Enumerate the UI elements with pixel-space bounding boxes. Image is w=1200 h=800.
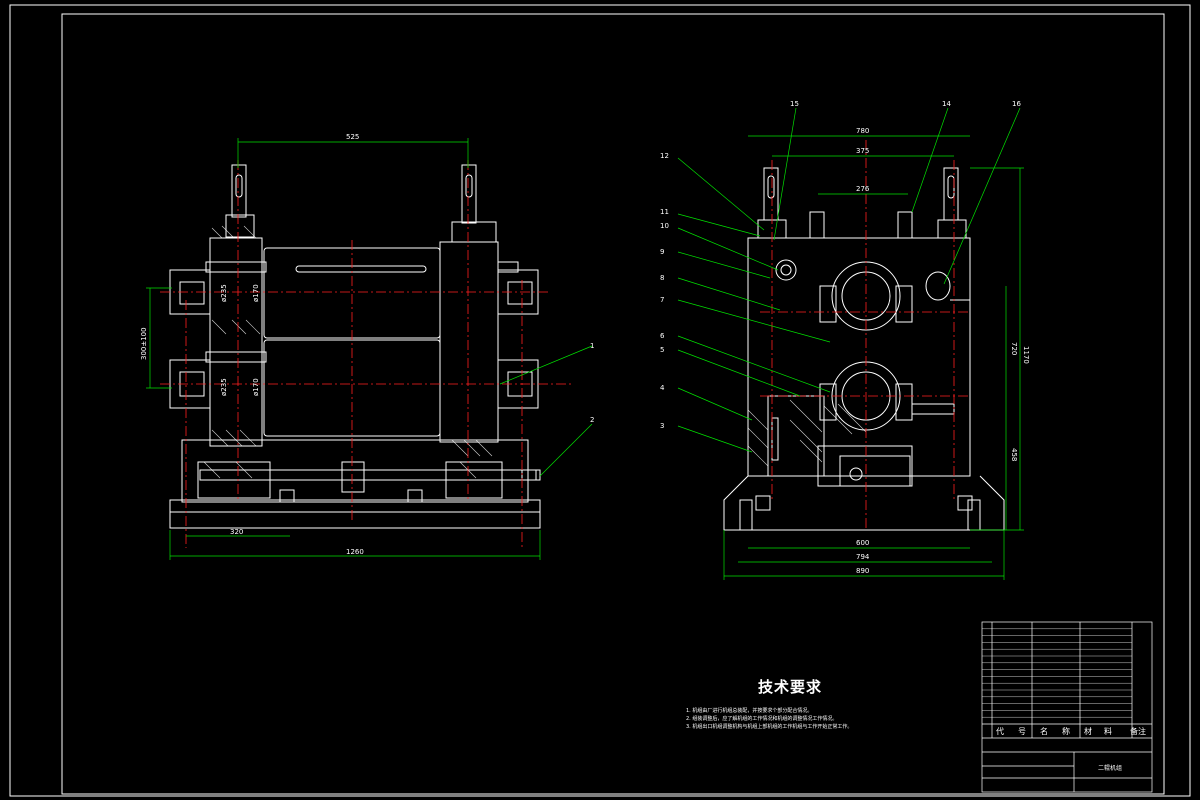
front-view-body [169,164,541,529]
dim-276: 276 [856,185,870,193]
callout-4: 4 [660,384,665,392]
front-dimensions [146,138,593,560]
tech-requirements-title: 技术要求 [758,678,823,696]
tech-requirement-1: 1. 机组由厂进行机组总装配，并按要求个部分配合情况。 [686,708,813,714]
side-view-body [723,167,1005,531]
dim-780: 780 [856,127,869,135]
front-dimension-text: 525 320 1260 300±100 ø235 ø170 ø235 ø170… [140,133,594,556]
dim-525: 525 [346,133,359,141]
dim-458: 458 [1010,448,1018,461]
tb-header-material-2: 料 [1104,726,1112,736]
tb-header-remark: 备注 [1130,726,1146,736]
dim-lower-170: ø170 [252,378,260,396]
callout-12: 12 [660,152,669,160]
callout-5: 5 [660,346,664,354]
callout-16: 16 [1012,100,1021,108]
front-view: 525 320 1260 300±100 ø235 ø170 ø235 ø170… [140,133,594,560]
dim-lower-235: ø235 [220,378,228,396]
dim-375: 375 [856,147,869,155]
tb-header-name-1: 名 [1040,726,1048,736]
side-centerlines [760,140,970,528]
callout-10: 10 [660,222,669,230]
callout-1: 1 [590,342,594,350]
side-dimension-text: 780 375 276 600 794 890 720 1170 458 15 … [660,100,1030,575]
dim-794: 794 [856,553,870,561]
callout-8: 8 [660,274,664,282]
dim-1260: 1260 [346,548,364,556]
callout-11: 11 [660,208,669,216]
front-centerlines [160,160,572,548]
dim-upper-170: ø170 [252,284,260,302]
dim-600: 600 [856,539,869,547]
dim-upper-235: ø235 [220,284,228,302]
dim-890: 890 [856,567,869,575]
dim-1170: 1170 [1022,346,1030,364]
callout-15: 15 [790,100,799,108]
title-block-rows [982,628,1132,718]
dim-720: 720 [1010,342,1018,355]
front-hatching [203,225,493,479]
tech-requirement-3: 3. 机组出口机组调整机构与机组上部机组的工作机组与工作开始正常工作。 [686,724,853,730]
tb-header-name-2: 称 [1062,726,1070,736]
callout-6: 6 [660,332,665,340]
tb-header-code-2: 号 [1018,727,1026,736]
title-block [981,621,1153,793]
tb-header-code-1: 代 [996,726,1004,736]
callout-3: 3 [660,422,664,430]
side-dimensions [677,107,1024,580]
callout-7: 7 [660,296,664,304]
drawing-frame [9,4,1191,797]
drawing-title: 二辊机组 [1098,764,1122,772]
dim-height: 300±100 [140,327,148,360]
dim-320: 320 [230,528,243,536]
side-hatching [747,399,867,467]
callout-9: 9 [660,248,664,256]
title-block-text: 代 号 名 称 材 料 备注 二辊机组 [996,726,1146,772]
technical-requirements: 技术要求 1. 机组由厂进行机组总装配，并按要求个部分配合情况。 2. 组装调整… [686,676,976,731]
tech-requirement-2: 2. 组装调整后，应了解机组的工作情况和机组的调整情况工作情况。 [686,716,838,722]
side-view: 780 375 276 600 794 890 720 1170 458 15 … [660,100,1030,580]
callout-2: 2 [590,416,594,424]
tb-header-material-1: 材 [1084,726,1092,736]
callout-14: 14 [942,100,951,108]
